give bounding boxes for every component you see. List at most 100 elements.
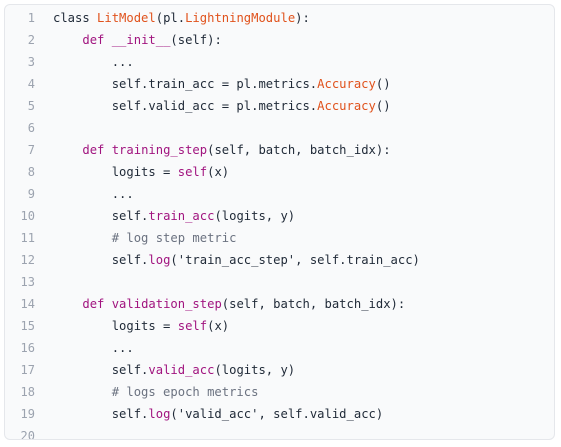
line-code: self.log('valid_acc', self.valid_acc): [53, 407, 384, 421]
code-token: LitModel: [97, 11, 156, 25]
code-token: (: [170, 253, 178, 267]
code-line: 2 def __init__(self):: [5, 29, 554, 51]
code-token: [53, 33, 82, 47]
line-number: 10: [20, 209, 35, 223]
line-code: self.train_acc = pl.metrics.Accuracy(): [53, 77, 391, 91]
code-token: self.valid_acc = pl.metrics.: [53, 99, 318, 113]
code-token: (): [375, 77, 391, 91]
code-token: Accuracy: [317, 77, 376, 91]
code-token: (self, batch, batch_idx):: [221, 297, 406, 311]
code-token: self.train_acc = pl.metrics.: [53, 77, 318, 91]
line-number: 7: [27, 143, 35, 157]
code-token: validation_step: [111, 297, 222, 311]
code-line: 5 self.valid_acc = pl.metrics.Accuracy(): [5, 95, 554, 117]
line-number: 5: [27, 99, 35, 113]
line-code: # logs epoch metrics: [53, 385, 259, 399]
code-token: logits =: [53, 319, 178, 333]
code-line: 8 logits = self(x): [5, 161, 554, 183]
code-line: 6: [5, 117, 554, 139]
line-code: class LitModel(pl.LightningModule):: [53, 11, 310, 25]
code-token: 'valid_acc': [177, 407, 259, 421]
line-number: 20: [20, 429, 35, 440]
code-token: __init__: [111, 33, 171, 47]
code-token: train_acc: [148, 209, 215, 223]
code-token: self.: [53, 407, 149, 421]
code-token: class: [53, 11, 98, 25]
code-token: # logs epoch metrics: [53, 385, 259, 399]
line-number: 13: [20, 275, 35, 289]
code-token: def: [82, 33, 112, 47]
line-code: # log step metric: [53, 231, 237, 245]
line-number: 19: [20, 407, 35, 421]
code-line: 1 class LitModel(pl.LightningModule):: [5, 7, 554, 29]
code-line: 15 logits = self(x): [5, 315, 554, 337]
line-code: def __init__(self):: [53, 33, 222, 47]
line-number: 17: [20, 363, 35, 377]
code-line: 16 ...: [5, 337, 554, 359]
line-code: ...: [53, 187, 134, 201]
code-token: (pl.: [155, 11, 186, 25]
line-code: logits = self(x): [53, 319, 229, 333]
code-line: 10 self.train_acc(logits, y): [5, 205, 554, 227]
line-code: def training_step(self, batch, batch_idx…: [53, 143, 391, 157]
code-block: 1 class LitModel(pl.LightningModule): 2 de…: [4, 4, 555, 440]
code-line: 18 # logs epoch metrics: [5, 381, 554, 403]
code-line: 4 self.train_acc = pl.metrics.Accuracy(): [5, 73, 554, 95]
code-token: (x): [207, 319, 230, 333]
code-token: self.: [53, 363, 149, 377]
code-line: 9 ...: [5, 183, 554, 205]
line-code: ...: [53, 341, 134, 355]
code-token: LightningModule: [185, 11, 296, 25]
line-code: def validation_step(self, batch, batch_i…: [53, 297, 405, 311]
code-token: (): [375, 99, 391, 113]
code-token: [53, 297, 82, 311]
line-number: 18: [20, 385, 35, 399]
line-number: 16: [20, 341, 35, 355]
line-code: logits = self(x): [53, 165, 229, 179]
code-token: training_step: [111, 143, 208, 157]
code-token: (self):: [170, 33, 222, 47]
line-number: 1: [27, 11, 35, 25]
code-token: , self.valid_acc): [258, 407, 384, 421]
line-code: self.valid_acc = pl.metrics.Accuracy(): [53, 99, 391, 113]
code-token: Accuracy: [317, 99, 376, 113]
line-code: self.log('train_acc_step', self.train_ac…: [53, 253, 420, 267]
line-code: self.valid_acc(logits, y): [53, 363, 295, 377]
code-token: self.: [53, 253, 149, 267]
code-token: (self, batch, batch_idx):: [207, 143, 391, 157]
code-token: ):: [295, 11, 310, 25]
line-number: 11: [20, 231, 35, 245]
code-token: [53, 143, 82, 157]
code-token: , self.train_acc): [295, 253, 420, 267]
code-line: 14 def validation_step(self, batch, batc…: [5, 293, 554, 315]
line-code: ...: [53, 55, 134, 69]
code-line: 17 self.valid_acc(logits, y): [5, 359, 554, 381]
code-token: ...: [53, 55, 134, 69]
code-line: 13: [5, 271, 554, 293]
code-token: (: [170, 407, 178, 421]
code-token: logits =: [53, 165, 178, 179]
line-number: 2: [27, 33, 35, 47]
line-number: 14: [20, 297, 35, 311]
code-line: 19 self.log('valid_acc', self.valid_acc): [5, 403, 554, 425]
line-number: 4: [27, 77, 35, 91]
line-code: self.train_acc(logits, y): [53, 209, 295, 223]
code-token: def: [82, 297, 112, 311]
line-number: 12: [20, 253, 35, 267]
code-token: (logits, y): [214, 209, 296, 223]
code-line: 3 ...: [5, 51, 554, 73]
code-token: # log step metric: [53, 231, 237, 245]
line-number: 15: [20, 319, 35, 333]
code-line: 12 self.log('train_acc_step', self.train…: [5, 249, 554, 271]
code-token: self: [177, 319, 208, 333]
code-token: log: [148, 407, 171, 421]
code-token: 'train_acc_step': [177, 253, 296, 267]
code-token: ...: [53, 187, 134, 201]
line-number: 9: [27, 187, 35, 201]
code-line: 7 def training_step(self, batch, batch_i…: [5, 139, 554, 161]
line-number: 3: [27, 55, 35, 69]
code-line: 20: [5, 425, 554, 440]
code-line: 11 # log step metric: [5, 227, 554, 249]
line-number: 8: [27, 165, 35, 179]
code-token: valid_acc: [148, 363, 215, 377]
